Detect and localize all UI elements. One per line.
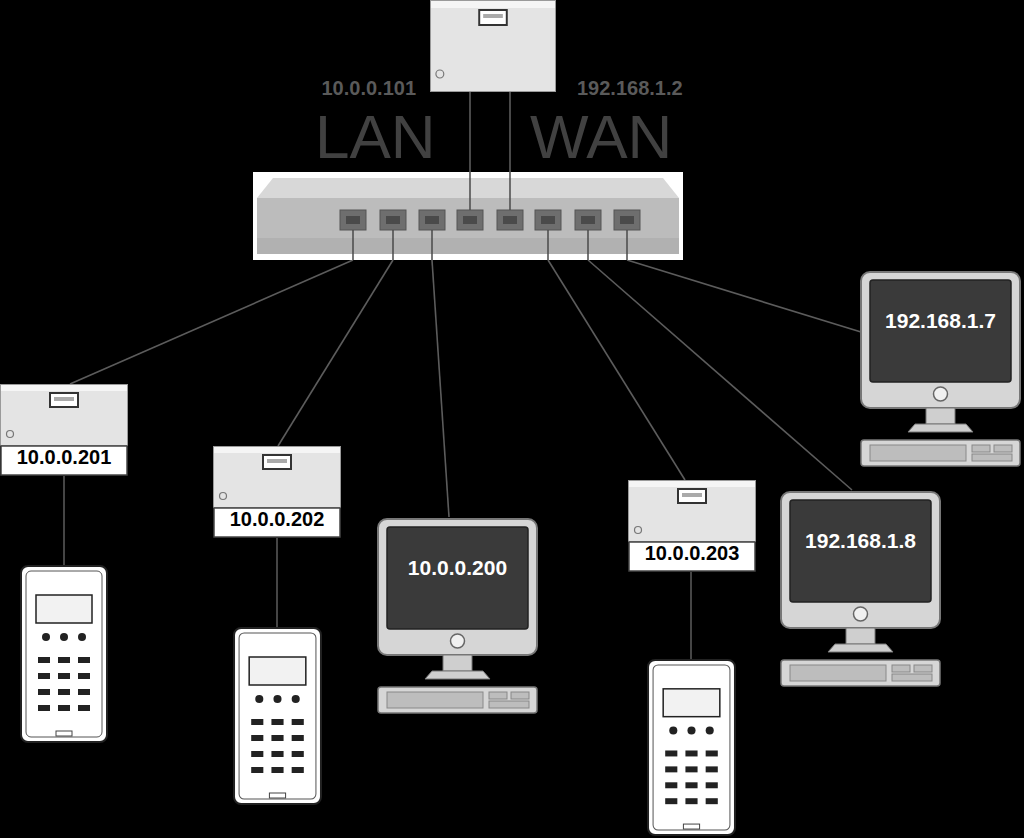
ip-address: 10.0.0.201: [0, 447, 128, 467]
ip-address: 10.0.0.101: [290, 78, 416, 98]
controller-box: 10.0.0.101192.168.1.2: [430, 0, 556, 92]
network-cable: [548, 260, 685, 480]
ip-address: 192.168.1.8: [790, 530, 931, 551]
network-cable: [432, 260, 449, 517]
port-group-label: WAN: [530, 106, 700, 168]
network-switch: LANWAN: [253, 172, 683, 260]
computer-monitor-shape: [375, 517, 540, 715]
computer-monitor-shape: [778, 490, 943, 688]
ip-address: 10.0.0.200: [387, 557, 528, 578]
controller-box: 10.0.0.201: [0, 384, 128, 476]
computer-monitor: 10.0.0.200: [375, 517, 540, 715]
network-cable: [627, 260, 861, 332]
computer-monitor: 192.168.1.8: [778, 490, 943, 688]
keypad: [648, 660, 735, 835]
network-switch-shape: [253, 172, 683, 260]
controller-box: 10.0.0.202: [213, 446, 341, 538]
network-cable: [278, 260, 393, 446]
ip-address: 192.168.1.2: [577, 78, 717, 98]
keypad: [21, 566, 107, 742]
network-cable: [509, 92, 511, 172]
computer-monitor: 192.168.1.7: [858, 270, 1023, 468]
controller-box: 10.0.0.203: [628, 480, 756, 572]
computer-monitor-shape: [858, 270, 1023, 468]
network-cable: [469, 92, 471, 172]
ip-address: 10.0.0.203: [628, 543, 756, 563]
keypad: [234, 628, 321, 804]
ip-address: 192.168.1.7: [870, 310, 1011, 331]
port-group-label: LAN: [315, 106, 455, 168]
network-cable: [588, 260, 852, 490]
network-cable: [70, 260, 353, 384]
controller-box-shape: [430, 0, 556, 92]
ip-address: 10.0.0.202: [213, 509, 341, 529]
